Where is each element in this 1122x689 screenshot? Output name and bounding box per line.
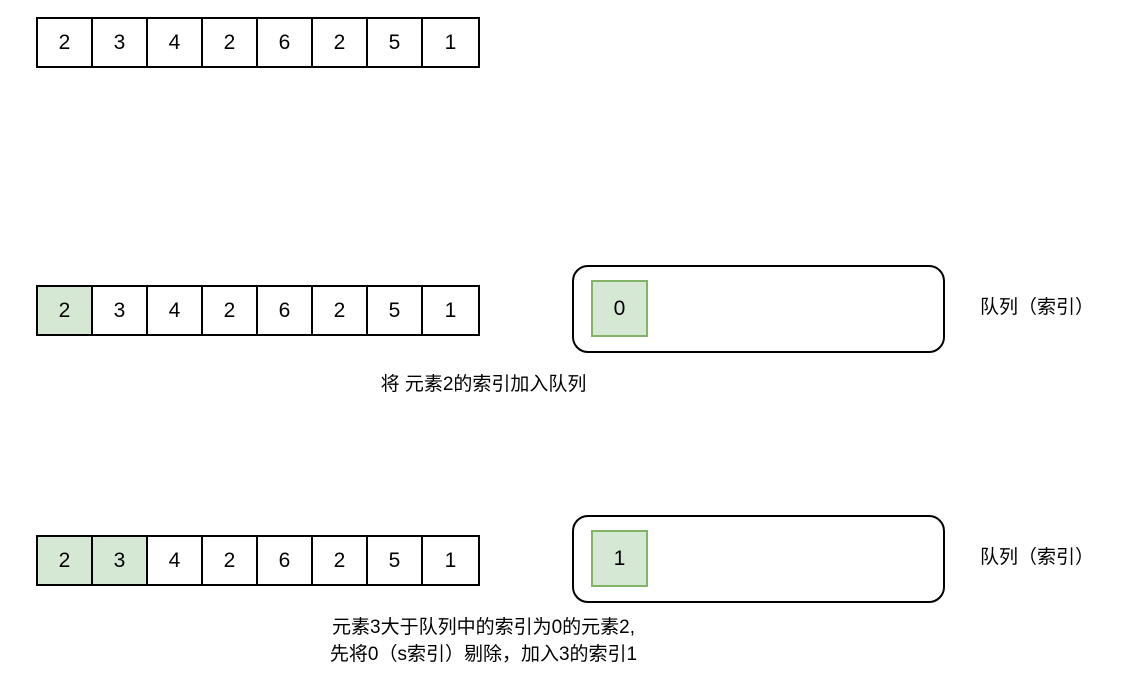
array-cell: 2 xyxy=(313,287,368,334)
array-cell: 3 xyxy=(93,19,148,66)
array-cell: 4 xyxy=(148,19,203,66)
array-cell: 3 xyxy=(93,537,148,584)
array-cell: 2 xyxy=(313,537,368,584)
array-cell: 2 xyxy=(313,19,368,66)
array-cell: 5 xyxy=(368,19,423,66)
step-1-queue: 0 xyxy=(572,265,945,353)
array-cell: 2 xyxy=(38,287,93,334)
step-1-queue-label: 队列（索引） xyxy=(980,297,1095,318)
array-cell: 4 xyxy=(148,537,203,584)
array-cell: 5 xyxy=(368,287,423,334)
queue-item: 0 xyxy=(591,280,648,337)
array-cell: 2 xyxy=(38,537,93,584)
step-2-caption: 元素3大于队列中的索引为0的元素2, 先将0（s索引）剔除，加入3的索引1 xyxy=(329,617,638,665)
step-1-caption: 将 元素2的索引加入队列 xyxy=(380,374,587,395)
array-cell: 5 xyxy=(368,537,423,584)
array-cell: 6 xyxy=(258,287,313,334)
array-cell: 1 xyxy=(423,537,478,584)
step-2-queue-label: 队列（索引） xyxy=(980,547,1095,568)
array-cell: 6 xyxy=(258,537,313,584)
queue-item: 1 xyxy=(591,530,648,587)
array-cell: 2 xyxy=(203,287,258,334)
array-cell: 2 xyxy=(203,19,258,66)
array-cell: 3 xyxy=(93,287,148,334)
array-cell: 6 xyxy=(258,19,313,66)
array-cell: 2 xyxy=(38,19,93,66)
array-cell: 2 xyxy=(203,537,258,584)
array-cell: 1 xyxy=(423,19,478,66)
array-cell: 4 xyxy=(148,287,203,334)
step-2-queue: 1 xyxy=(572,515,945,603)
array-cell: 1 xyxy=(423,287,478,334)
